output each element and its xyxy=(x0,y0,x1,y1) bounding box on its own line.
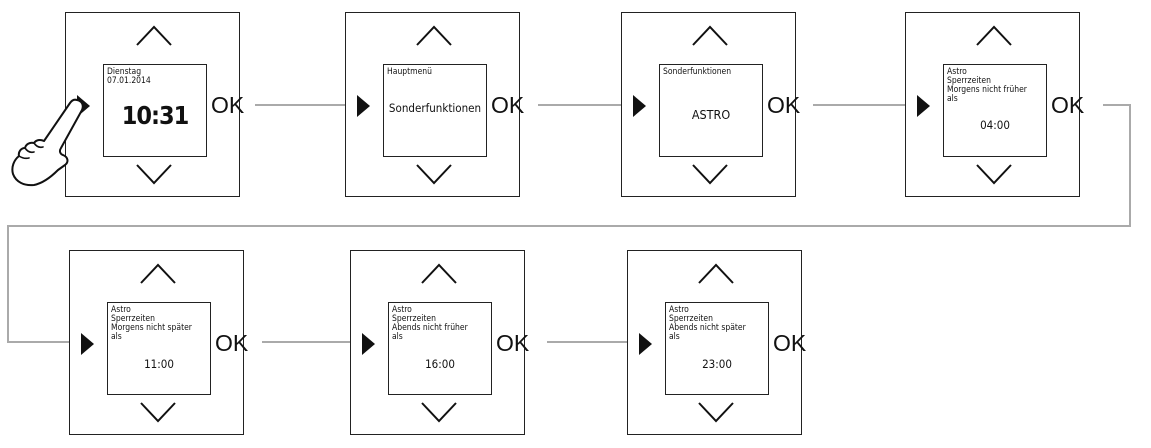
device-panel-astro-evening-latest: Astro Sperrzeiten Abends nicht später al… xyxy=(627,250,806,435)
time-value: 11:00 xyxy=(144,357,174,371)
device-panel-astro-morning-earliest: Astro Sperrzeiten Morgens nicht früher a… xyxy=(905,12,1084,197)
ok-button[interactable]: OK xyxy=(211,92,245,118)
device-panel-astro-morning-latest: Astro Sperrzeiten Morgens nicht später a… xyxy=(69,250,248,435)
screen-line: Sperrzeiten xyxy=(392,314,436,324)
device-panel-clock: Dienstag 07.01.2014 10:31 OK xyxy=(65,12,244,197)
arrow-up-icon[interactable] xyxy=(139,261,177,285)
arrow-up-icon[interactable] xyxy=(415,23,453,47)
screen-line: Astro xyxy=(669,305,689,315)
screen-line: als xyxy=(947,94,958,104)
screen-line: Astro xyxy=(947,67,967,77)
ok-button[interactable]: OK xyxy=(491,92,525,118)
display-screen: Astro Sperrzeiten Abends nicht später al… xyxy=(665,302,769,395)
arrow-down-icon[interactable] xyxy=(691,163,729,187)
arrow-up-icon[interactable] xyxy=(691,23,729,47)
date-text: 07.01.2014 xyxy=(107,76,151,86)
arrow-up-icon[interactable] xyxy=(420,261,458,285)
play-triangle-icon[interactable] xyxy=(357,95,370,117)
time-value: 23:00 xyxy=(702,357,732,371)
screen-line: Morgens nicht früher xyxy=(947,85,1027,95)
screen-line: Sperrzeiten xyxy=(111,314,155,324)
arrow-up-icon[interactable] xyxy=(135,23,173,47)
time-value: 16:00 xyxy=(425,357,455,371)
menu-item: Sonderfunktionen xyxy=(388,101,482,115)
menu-header: Sonderfunktionen xyxy=(663,67,732,77)
display-screen: Astro Sperrzeiten Abends nicht früher al… xyxy=(388,302,492,395)
ok-button[interactable]: OK xyxy=(1051,92,1085,118)
play-triangle-icon[interactable] xyxy=(81,333,94,355)
ok-button[interactable]: OK xyxy=(215,330,249,356)
screen-line: Sperrzeiten xyxy=(947,76,991,86)
screen-line: Astro xyxy=(111,305,131,315)
arrow-down-icon[interactable] xyxy=(415,163,453,187)
display-screen: Astro Sperrzeiten Morgens nicht früher a… xyxy=(943,64,1047,157)
arrow-down-icon[interactable] xyxy=(697,401,735,425)
display-screen: Hauptmenü Sonderfunktionen xyxy=(383,64,487,157)
day-text: Dienstag xyxy=(107,67,142,77)
screen-line: als xyxy=(392,332,403,342)
display-screen: Astro Sperrzeiten Morgens nicht später a… xyxy=(107,302,211,395)
menu-item: ASTRO xyxy=(691,107,731,122)
screen-line: Sperrzeiten xyxy=(669,314,713,324)
arrow-down-icon[interactable] xyxy=(420,401,458,425)
menu-header: Hauptmenü xyxy=(387,67,432,77)
play-triangle-icon[interactable] xyxy=(917,95,930,117)
play-triangle-icon[interactable] xyxy=(639,333,652,355)
screen-line: Abends nicht früher xyxy=(392,323,468,333)
arrow-down-icon[interactable] xyxy=(975,163,1013,187)
ok-button[interactable]: OK xyxy=(773,330,807,356)
device-panel-astro-evening-earliest: Astro Sperrzeiten Abends nicht früher al… xyxy=(350,250,529,435)
arrow-down-icon[interactable] xyxy=(139,401,177,425)
device-panel-special-functions: Sonderfunktionen ASTRO OK xyxy=(621,12,800,197)
screen-line: als xyxy=(111,332,122,342)
screen-line: als xyxy=(669,332,680,342)
arrow-up-icon[interactable] xyxy=(697,261,735,285)
device-panel-main-menu: Hauptmenü Sonderfunktionen OK xyxy=(345,12,524,197)
pointing-hand-icon xyxy=(11,98,84,187)
display-screen: Sonderfunktionen ASTRO xyxy=(659,64,763,157)
arrow-down-icon[interactable] xyxy=(135,163,173,187)
display-screen: Dienstag 07.01.2014 10:31 xyxy=(103,64,207,157)
arrow-up-icon[interactable] xyxy=(975,23,1013,47)
time-text: 10:31 xyxy=(121,101,190,130)
screen-line: Morgens nicht später xyxy=(111,323,192,333)
ok-button[interactable]: OK xyxy=(767,92,801,118)
play-triangle-icon[interactable] xyxy=(362,333,375,355)
play-triangle-icon[interactable] xyxy=(633,95,646,117)
ok-button[interactable]: OK xyxy=(496,330,530,356)
screen-line: Abends nicht später xyxy=(669,323,746,333)
screen-line: Astro xyxy=(392,305,412,315)
time-value: 04:00 xyxy=(980,118,1010,132)
